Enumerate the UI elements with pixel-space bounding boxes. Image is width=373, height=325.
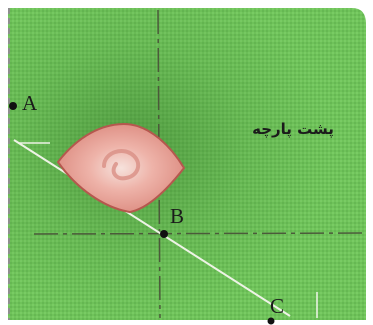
fabric-back-label: پشت پارچه [238,120,348,138]
point-b-label: B [170,206,184,227]
point-c-label: C [270,296,284,317]
point-a-dot [9,102,17,110]
point-a-label: A [22,93,37,114]
point-c-dot [268,318,275,325]
point-b-dot [160,230,168,238]
horizontal-guide-line [34,233,366,234]
